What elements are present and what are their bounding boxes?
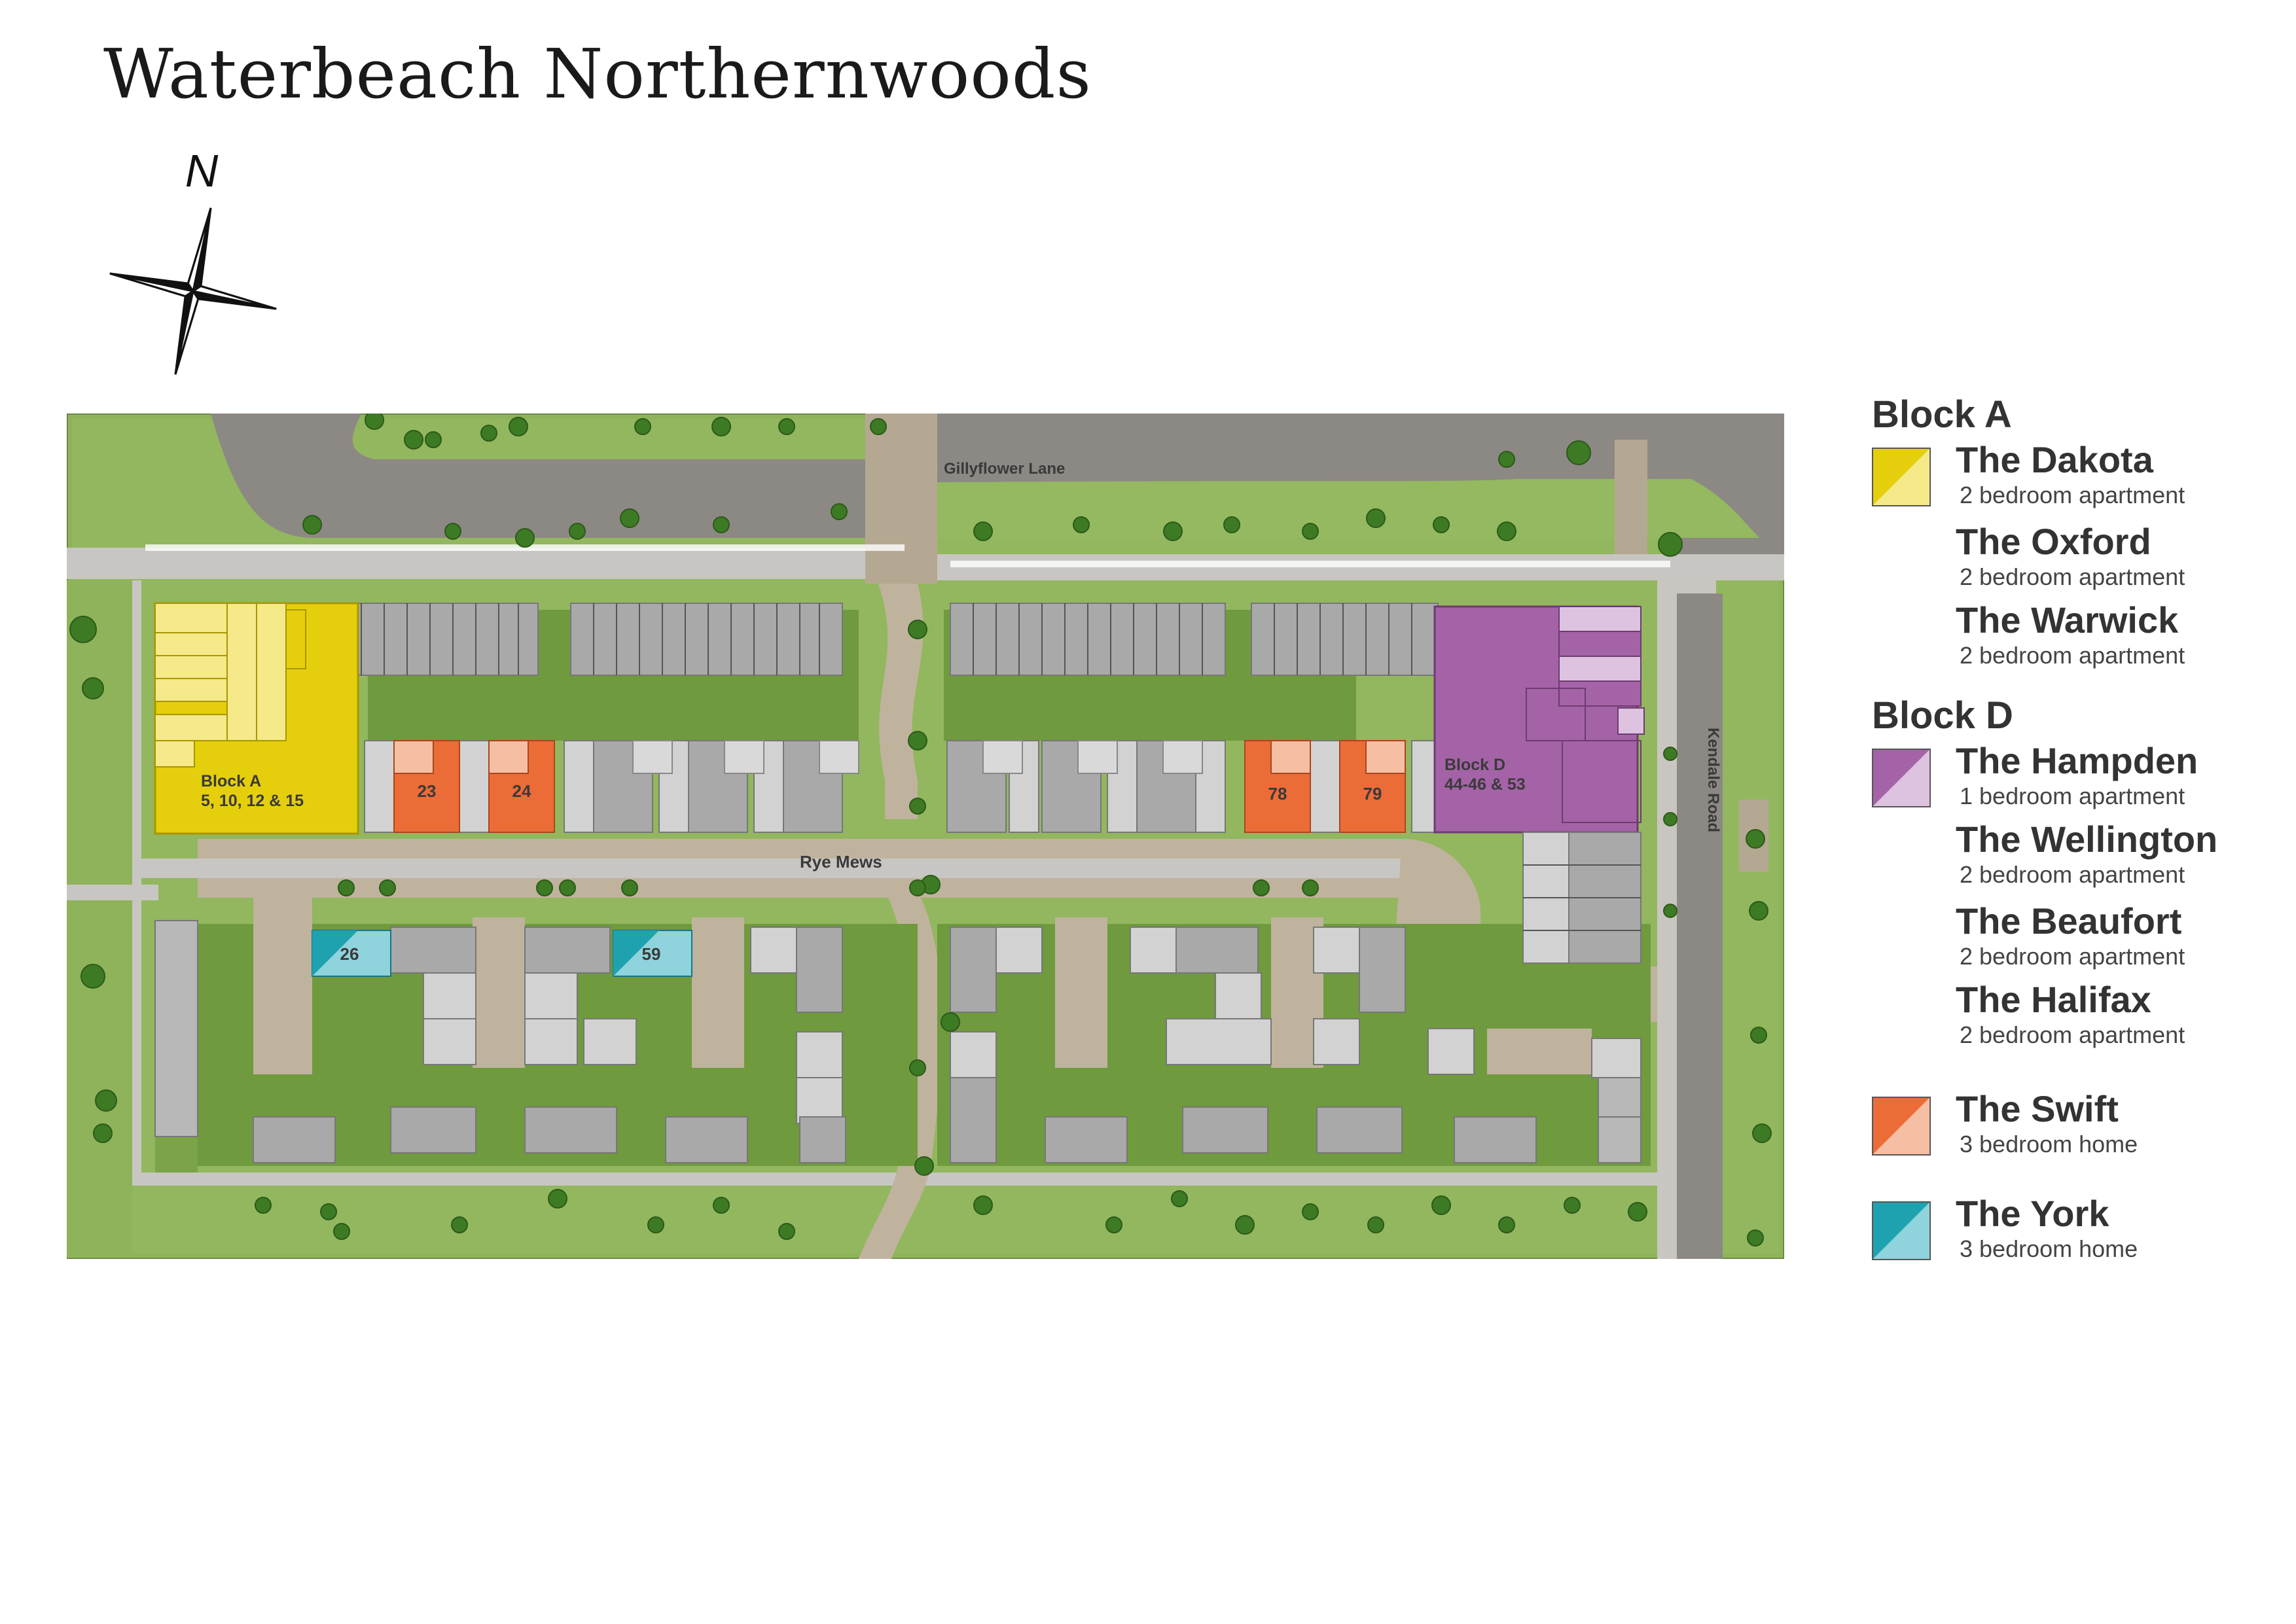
legend-desc-dakota: 2 bedroom apartment xyxy=(1960,482,2185,508)
legend-item-york: The York 3 bedroom home xyxy=(1872,1192,2278,1264)
legend-desc-beaufort: 2 bedroom apartment xyxy=(1960,943,2185,970)
houses-north-row xyxy=(364,740,1442,833)
footpath-central-north xyxy=(878,584,924,819)
legend-name-wellington: The Wellington xyxy=(1956,819,2218,860)
plot-label-24: 24 xyxy=(512,781,531,801)
road-label-kendale: Kendale Road xyxy=(1704,728,1722,832)
legend-desc-swift: 3 bedroom home xyxy=(1960,1131,2138,1157)
legend-desc-hampden: 1 bedroom apartment xyxy=(1960,783,2185,809)
legend-name-warwick: The Warwick xyxy=(1956,599,2179,641)
block-d-plots: 44-46 & 53 xyxy=(1444,775,1526,794)
legend-heading-block-d: Block D xyxy=(1872,694,2013,737)
york-home-59 xyxy=(613,930,692,977)
legend-name-hampden: The Hampden xyxy=(1956,740,2198,781)
plot-label-59: 59 xyxy=(642,944,661,964)
legend: Block A The Dakota 2 bedroom apartment T… xyxy=(1872,393,2265,1309)
york-home-26 xyxy=(312,930,391,977)
page-title: Waterbeach Northernwoods xyxy=(103,34,1092,114)
legend-item-dakota: The Dakota 2 bedroom apartment xyxy=(1872,438,2278,510)
plot-label-26: 26 xyxy=(340,944,359,964)
road-label-rye-mews: Rye Mews xyxy=(800,852,882,872)
block-a-label: Block A xyxy=(201,772,261,790)
houses-south-row xyxy=(154,920,1641,1163)
swift-home-24 xyxy=(488,740,555,833)
legend-name-york: The York xyxy=(1956,1193,2109,1234)
hampden-swatch-icon xyxy=(1872,749,1931,807)
swift-home-79 xyxy=(1339,740,1406,833)
legend-item-halifax: The Halifax 2 bedroom apartment xyxy=(1872,978,2278,1050)
legend-name-oxford: The Oxford xyxy=(1956,521,2151,562)
legend-name-halifax: The Halifax xyxy=(1956,979,2151,1020)
legend-desc-warwick: 2 bedroom apartment xyxy=(1960,642,2185,669)
plot-label-79: 79 xyxy=(1363,784,1382,803)
legend-item-oxford: The Oxford 2 bedroom apartment xyxy=(1872,520,2278,592)
footpath-south xyxy=(67,1173,1657,1186)
trees xyxy=(69,414,1772,1246)
compass-rose-icon: N xyxy=(109,147,277,375)
legend-desc-york: 3 bedroom home xyxy=(1960,1235,2138,1262)
site-plan-map: Gillyflower Lane Kendale Road Rye Mews xyxy=(67,414,1784,1259)
legend-item-warwick: The Warwick 2 bedroom apartment xyxy=(1872,599,2278,671)
plot-label-23: 23 xyxy=(418,781,437,801)
road-label-gillyflower: Gillyflower Lane xyxy=(944,460,1065,478)
legend-item-swift: The Swift 3 bedroom home xyxy=(1872,1087,2278,1159)
block-a-building xyxy=(154,602,359,835)
legend-item-beaufort: The Beaufort 2 bedroom apartment xyxy=(1872,900,2278,972)
footpath-north-west xyxy=(67,548,865,579)
swift-home-78 xyxy=(1244,740,1311,833)
north-label: N xyxy=(185,147,219,196)
block-d-building xyxy=(1433,605,1645,834)
legend-heading-block-a: Block A xyxy=(1872,393,2012,436)
road-kendale xyxy=(1677,593,1723,1259)
plot-label-78: 78 xyxy=(1268,784,1287,803)
legend-name-dakota: The Dakota xyxy=(1956,439,2153,480)
york-swatch-icon xyxy=(1872,1201,1931,1260)
dakota-swatch-icon xyxy=(1872,448,1931,506)
legend-desc-halifax: 2 bedroom apartment xyxy=(1960,1021,2185,1048)
legend-item-wellington: The Wellington 2 bedroom apartment xyxy=(1872,818,2278,890)
legend-name-swift: The Swift xyxy=(1956,1088,2119,1129)
block-d-label: Block D xyxy=(1444,756,1505,774)
legend-name-beaufort: The Beaufort xyxy=(1956,900,2182,942)
road-north-link xyxy=(865,414,937,584)
legend-desc-wellington: 2 bedroom apartment xyxy=(1960,861,2185,888)
swift-swatch-icon xyxy=(1872,1097,1931,1156)
legend-desc-oxford: 2 bedroom apartment xyxy=(1960,563,2185,590)
legend-item-hampden: The Hampden 1 bedroom apartment xyxy=(1872,739,2278,811)
swift-home-23 xyxy=(393,740,460,833)
block-a-plots: 5, 10, 12 & 15 xyxy=(201,792,304,810)
